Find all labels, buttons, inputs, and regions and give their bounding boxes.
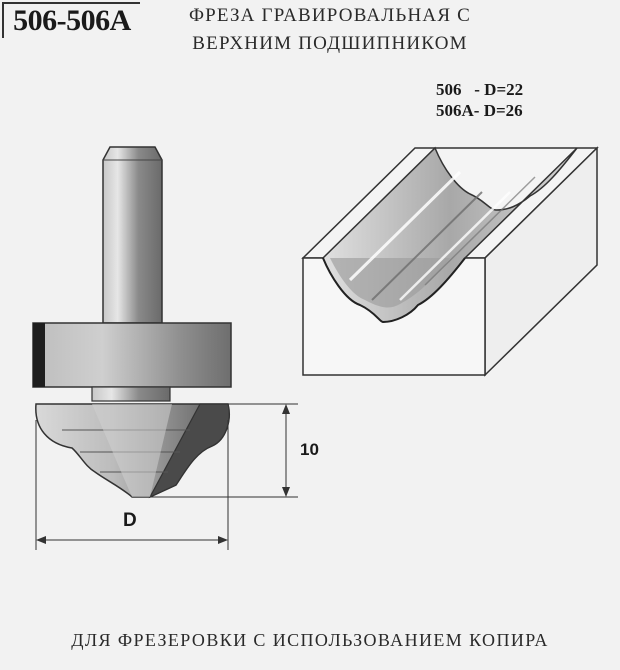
usage-caption: ДЛЯ ФРЕЗЕРОВКИ С ИСПОЛЬЗОВАНИЕМ КОПИРА — [71, 630, 549, 650]
height-dimension-label: 10 — [300, 440, 319, 459]
wood-profile — [301, 146, 599, 377]
spacer — [91, 386, 171, 402]
variant-list: 506 - D=22 506A- D=26 — [436, 79, 523, 121]
variant-506: 506 - D=22 — [436, 80, 524, 99]
product-title: ФРЕЗА ГРАВИРОВАЛЬНАЯ С ВЕРХНИМ ПОДШИПНИК… — [150, 2, 510, 58]
title-line-2: ВЕРХНИМ ПОДШИПНИКОМ — [192, 33, 468, 54]
router-bit — [32, 146, 232, 499]
variant-506a: 506A- D=26 — [436, 101, 523, 120]
shank — [102, 146, 163, 324]
model-code-box: 506-506A — [2, 2, 140, 38]
cutter-body — [35, 403, 230, 499]
diameter-dimension-label: D — [123, 510, 137, 531]
height-dimension — [150, 403, 298, 498]
title-line-1: ФРЕЗА ГРАВИРОВАЛЬНАЯ С — [188, 5, 472, 26]
bearing — [32, 322, 232, 388]
model-code: 506-506A — [13, 4, 131, 37]
diameter-dimension — [35, 420, 229, 550]
